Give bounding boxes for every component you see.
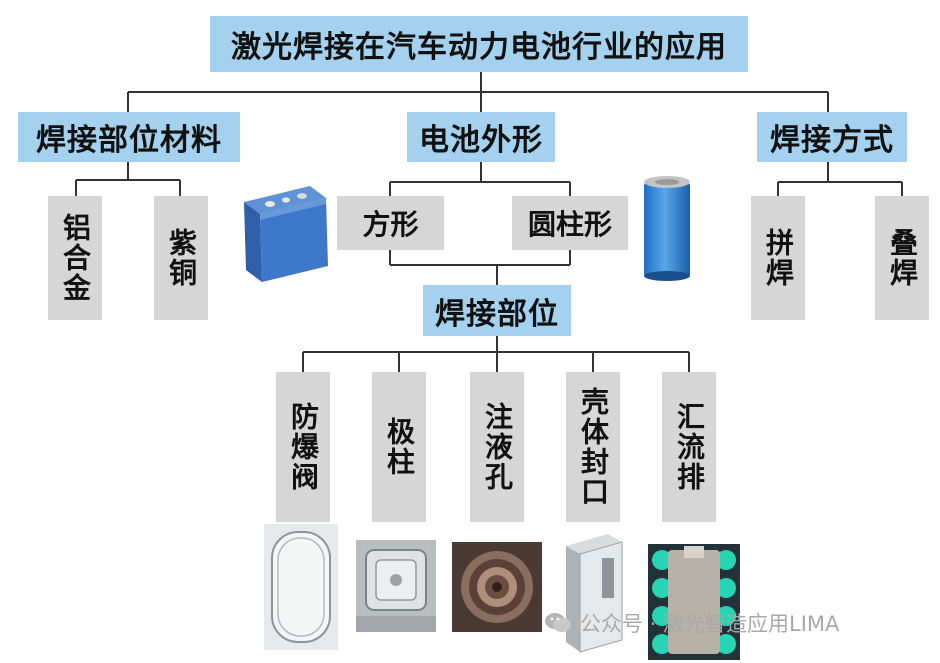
position-busbar: 汇流排: [662, 372, 716, 522]
category-battery-shape: 电池外形: [407, 112, 555, 162]
material-copper: 紫铜: [154, 196, 208, 320]
position-terminal: 极柱: [372, 372, 426, 522]
wechat-icon: [545, 613, 571, 632]
method-butt-weld: 拼焊: [751, 196, 805, 320]
method-lap-weld: 叠焊: [875, 196, 929, 320]
watermark-text: 公众号 · 激光智造应用LIMA: [580, 612, 840, 636]
prismatic-battery-image: [244, 186, 328, 282]
shape-prismatic: 方形: [337, 196, 444, 250]
case-seal-photo: [566, 534, 623, 653]
vent-photo: [264, 524, 338, 650]
fill-hole-photo: [452, 542, 542, 632]
watermark: 公众号 · 激光智造应用LIMA: [544, 608, 839, 638]
cylindrical-battery-image: [644, 176, 690, 281]
weld-position-title: 焊接部位: [423, 285, 571, 336]
busbar-photo: [648, 544, 740, 660]
shape-cylindrical: 圆柱形: [512, 196, 628, 250]
position-vent: 防爆阀: [276, 372, 330, 522]
position-fill-hole: 注液孔: [470, 372, 524, 522]
diagram-title: 激光焊接在汽车动力电池行业的应用: [210, 16, 748, 72]
category-weld-method: 焊接方式: [757, 112, 907, 162]
category-material: 焊接部位材料: [18, 112, 240, 162]
position-case-seal: 壳体封口: [566, 372, 620, 522]
terminal-photo: [356, 540, 436, 632]
material-aluminum-alloy: 铝合金: [48, 196, 102, 320]
